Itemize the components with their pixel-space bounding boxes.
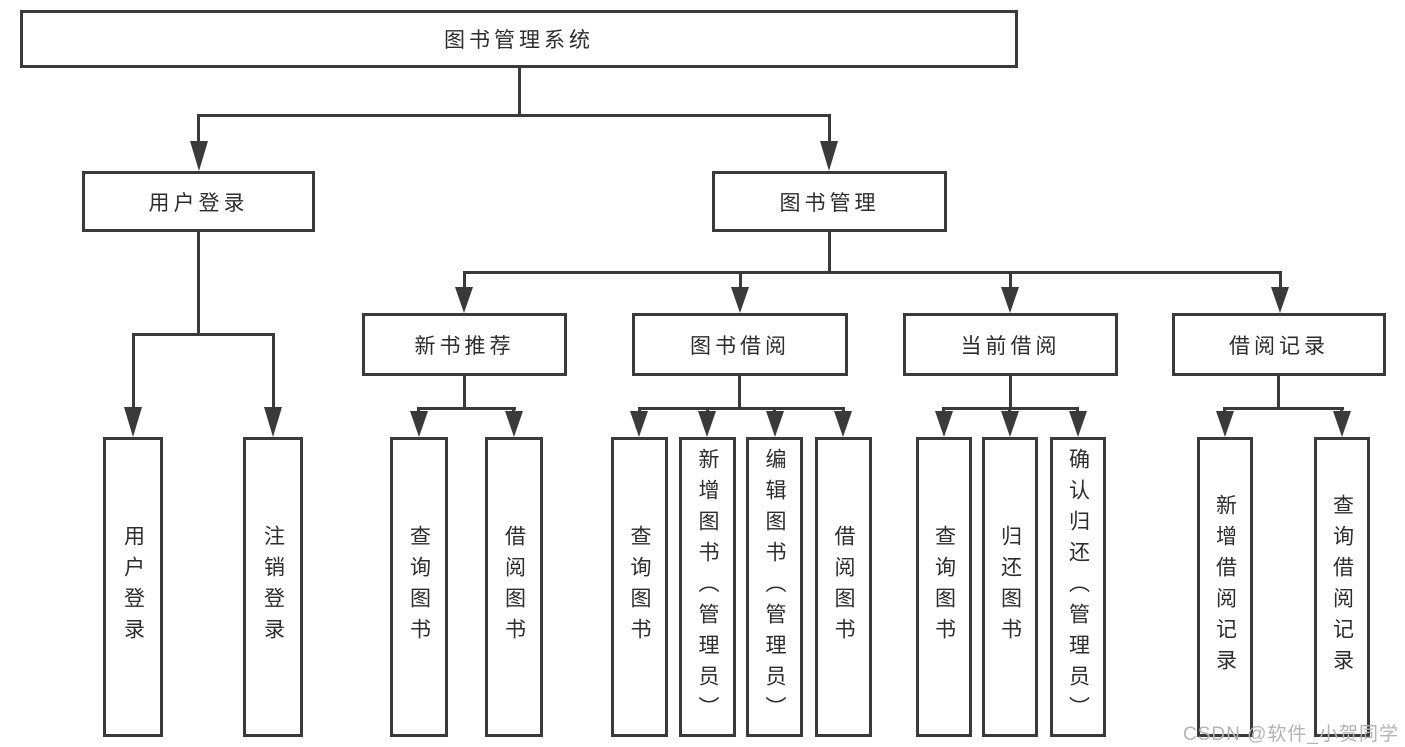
connector-line bbox=[638, 407, 845, 410]
leaf-borrowing-edit-books-admin: 编辑图书（管理员） bbox=[746, 437, 803, 737]
node-user-login: 用户登录 bbox=[82, 171, 315, 232]
arrow-down-icon bbox=[630, 411, 648, 437]
connector-line bbox=[1277, 376, 1280, 409]
node-label: 借阅图书 bbox=[832, 525, 855, 649]
node-current-borrowing: 当前借阅 bbox=[903, 313, 1118, 376]
leaf-logout: 注销登录 bbox=[243, 437, 303, 737]
connector-line bbox=[1223, 407, 1344, 410]
leaf-user-login: 用户登录 bbox=[103, 437, 163, 737]
node-label: 归还图书 bbox=[998, 525, 1022, 649]
leaf-borrowing-add-books-admin: 新增图书（管理员） bbox=[679, 437, 736, 737]
node-label: 确认归还（管理员） bbox=[1066, 447, 1090, 727]
connector-line bbox=[463, 376, 466, 409]
connector-line bbox=[463, 271, 466, 288]
arrow-down-icon bbox=[766, 411, 784, 437]
node-label: 新书推荐 bbox=[414, 334, 515, 358]
arrow-down-icon bbox=[1216, 411, 1234, 437]
leaf-current-query-books: 查询图书 bbox=[916, 437, 972, 737]
node-label: 编辑图书（管理员） bbox=[763, 447, 786, 727]
leaf-recommend-query-books: 查询图书 bbox=[390, 437, 448, 737]
node-label: 用户登录 bbox=[121, 525, 145, 649]
leaf-current-return-books: 归还图书 bbox=[982, 437, 1038, 737]
arrow-down-icon bbox=[505, 411, 523, 437]
node-label: 用户登录 bbox=[148, 191, 249, 215]
node-library-management-system: 图书管理系统 bbox=[20, 10, 1018, 68]
connector-line bbox=[272, 333, 275, 411]
node-label: 查询借阅记录 bbox=[1330, 494, 1354, 680]
arrow-down-icon bbox=[124, 407, 142, 437]
node-label: 新增借阅记录 bbox=[1213, 494, 1237, 680]
connector-line bbox=[197, 114, 200, 144]
connector-line bbox=[1009, 271, 1012, 288]
node-label: 借阅图书 bbox=[502, 525, 526, 649]
arrow-down-icon bbox=[410, 411, 428, 437]
node-label: 查询图书 bbox=[407, 525, 431, 649]
node-label: 图书管理系统 bbox=[444, 29, 594, 52]
connector-line bbox=[739, 271, 742, 288]
connector-line bbox=[417, 407, 516, 410]
arrow-down-icon bbox=[1069, 411, 1087, 437]
node-new-book-recommendation: 新书推荐 bbox=[362, 313, 567, 376]
node-label: 查询图书 bbox=[932, 525, 956, 649]
arrow-down-icon bbox=[834, 411, 852, 437]
arrow-down-icon bbox=[1271, 287, 1289, 313]
connector-line bbox=[1009, 376, 1012, 409]
node-label: 新增图书（管理员） bbox=[696, 447, 719, 727]
node-label: 查询图书 bbox=[628, 525, 651, 649]
connector-line bbox=[197, 114, 831, 117]
leaf-borrowing-borrow-books: 借阅图书 bbox=[815, 437, 872, 737]
connector-line bbox=[828, 232, 831, 273]
connector-line bbox=[828, 114, 831, 144]
leaf-recommend-borrow-books: 借阅图书 bbox=[485, 437, 543, 737]
arrow-down-icon bbox=[190, 141, 208, 171]
node-borrowing-records: 借阅记录 bbox=[1172, 313, 1386, 376]
arrow-down-icon bbox=[1001, 411, 1019, 437]
node-label: 图书管理 bbox=[779, 191, 880, 215]
arrow-down-icon bbox=[455, 287, 473, 313]
connector-line bbox=[197, 232, 200, 335]
arrow-down-icon bbox=[935, 411, 953, 437]
connector-line bbox=[132, 333, 275, 336]
node-label: 注销登录 bbox=[261, 525, 285, 649]
arrow-down-icon bbox=[698, 411, 716, 437]
arrow-down-icon bbox=[264, 407, 282, 437]
leaf-records-query-record: 查询借阅记录 bbox=[1314, 437, 1370, 737]
leaf-current-confirm-return-admin: 确认归还（管理员） bbox=[1050, 437, 1106, 737]
connector-line bbox=[518, 68, 521, 117]
node-label: 图书借阅 bbox=[690, 334, 790, 358]
connector-line bbox=[738, 376, 741, 409]
arrow-down-icon bbox=[1333, 411, 1351, 437]
connector-line bbox=[132, 333, 135, 411]
node-label: 当前借阅 bbox=[960, 334, 1061, 358]
arrow-down-icon bbox=[1001, 287, 1019, 313]
node-book-management: 图书管理 bbox=[712, 171, 947, 232]
node-book-borrowing: 图书借阅 bbox=[632, 313, 848, 376]
leaf-records-add-record: 新增借阅记录 bbox=[1197, 437, 1253, 737]
leaf-borrowing-query-books: 查询图书 bbox=[611, 437, 668, 737]
csdn-watermark: CSDN @软件_小贺同学 bbox=[1183, 724, 1399, 745]
node-label: 借阅记录 bbox=[1229, 334, 1329, 358]
connector-line bbox=[1279, 271, 1282, 288]
connector-line bbox=[463, 271, 1282, 274]
arrow-down-icon bbox=[820, 141, 838, 171]
arrow-down-icon bbox=[731, 287, 749, 313]
